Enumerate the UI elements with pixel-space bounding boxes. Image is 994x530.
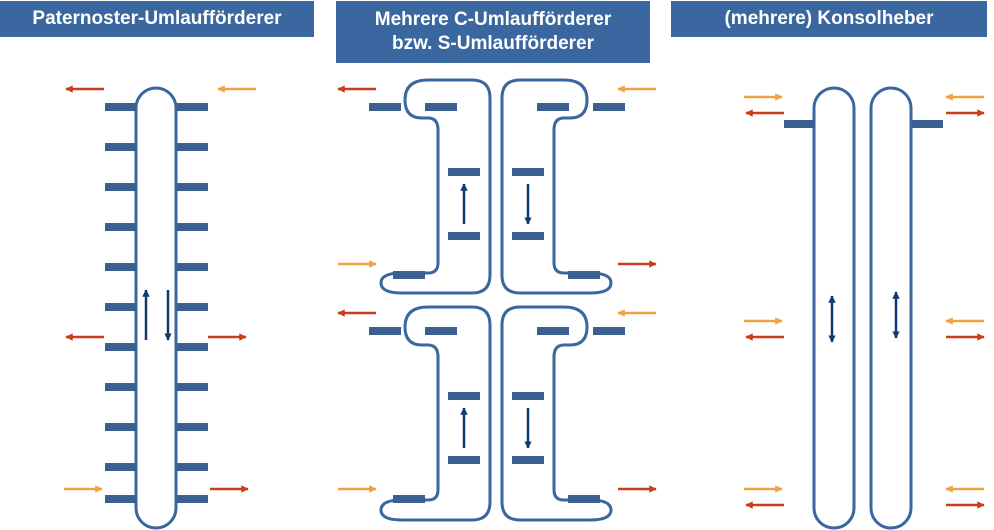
konsol-shelf-left xyxy=(784,120,815,128)
header-konsolheber: (mehrere) Konsolheber xyxy=(671,1,987,37)
konsolheber-diagram xyxy=(744,86,985,530)
c-conveyor-diagram xyxy=(337,78,657,522)
paternoster-diagram xyxy=(64,85,256,530)
header-konsolheber-text: (mehrere) Konsolheber xyxy=(724,8,934,29)
paternoster-shelves xyxy=(105,103,208,503)
c-loop-bottom-left xyxy=(379,305,492,522)
header-c-line1: Mehrere C-Umlaufförderer xyxy=(374,9,612,30)
c-conveyor-shelves xyxy=(369,103,625,503)
header-c-line2: bzw. S-Umlaufförderer xyxy=(392,33,594,54)
c-loop-top-right xyxy=(500,78,613,295)
konsol-loop-left xyxy=(812,86,856,530)
c-loop-bottom-right xyxy=(500,305,613,522)
header-paternoster-text: Paternoster-Umlaufförderer xyxy=(32,8,282,29)
konsol-shelf-right xyxy=(912,120,943,128)
c-loop-top-left xyxy=(379,78,492,295)
paternoster-loop xyxy=(134,86,178,530)
header-c-conveyor: Mehrere C-Umlaufförderer bzw. S-Umlauffö… xyxy=(336,1,650,63)
header-paternoster: Paternoster-Umlaufförderer xyxy=(0,1,314,37)
konsol-loop-right xyxy=(869,86,913,530)
